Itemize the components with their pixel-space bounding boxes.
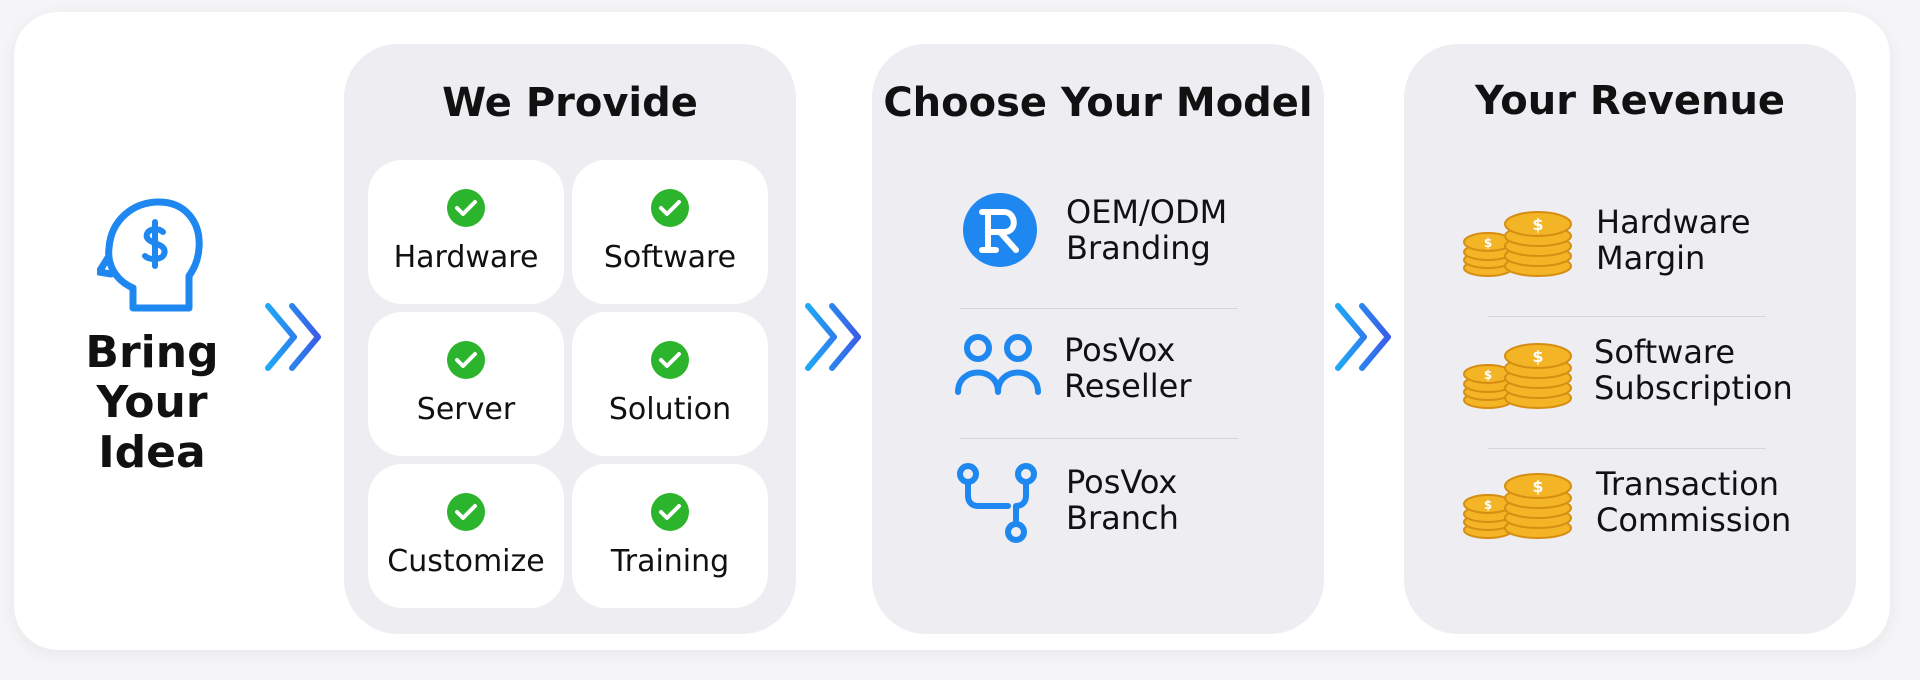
revenue-item-label: Transaction Commission [1596, 465, 1792, 539]
idea-block: Bring Your Idea [42, 192, 262, 478]
provide-item-label: Hardware [393, 240, 539, 275]
provide-item-server: Server [368, 312, 564, 456]
coins-icon: $ $ [1463, 473, 1572, 539]
provide-item-label: Server [416, 392, 516, 427]
provide-item-label: Customize [387, 544, 545, 579]
check-circle-icon [447, 189, 485, 227]
provide-item-label: Software [603, 240, 737, 275]
model-item-oem: OEM/ODM Branding [872, 192, 1324, 302]
svg-text:$: $ [1532, 215, 1543, 234]
provide-title: We Provide [442, 80, 698, 126]
revenue-item-hardware: $ $ Hardware Margin [1404, 202, 1856, 312]
provide-panel: We Provide Hardware Software Server Solu… [344, 44, 796, 634]
branch-icon [957, 463, 1037, 543]
svg-text:$: $ [1532, 477, 1543, 496]
svg-text:$: $ [1484, 236, 1492, 250]
users-icon [955, 334, 1041, 395]
svg-text:$: $ [1484, 498, 1492, 512]
divider [960, 308, 1238, 309]
divider [960, 438, 1238, 439]
provide-item-customize: Customize [368, 464, 564, 608]
provide-item-hardware: Hardware [368, 160, 564, 304]
r-logo-icon [963, 193, 1037, 267]
divider [1488, 316, 1766, 317]
svg-text:$: $ [1532, 347, 1543, 366]
model-panel: Choose Your Model OEM/ODM Branding PosVo… [872, 44, 1324, 634]
check-circle-icon [651, 189, 689, 227]
chevron-right-icon [1335, 303, 1391, 371]
coins-icon: $ $ [1463, 211, 1572, 277]
check-circle-icon [651, 493, 689, 531]
revenue-title: Your Revenue [1474, 78, 1786, 124]
revenue-item-transaction: $ $ Transaction Commission [1404, 464, 1856, 574]
revenue-item-label: Hardware Margin [1596, 203, 1751, 277]
head-dollar-icon [97, 198, 203, 312]
provide-item-training: Training [572, 464, 768, 608]
check-circle-icon [651, 341, 689, 379]
model-item-label: PosVox Reseller [1064, 331, 1192, 405]
model-item-label: OEM/ODM Branding [1066, 193, 1228, 267]
provide-item-solution: Solution [572, 312, 768, 456]
model-item-reseller: PosVox Reseller [872, 328, 1324, 438]
coins-icon: $ $ [1463, 343, 1572, 409]
check-circle-icon [447, 341, 485, 379]
chevron-right-icon [265, 303, 321, 371]
chevron-right-icon [805, 303, 861, 371]
model-item-branch: PosVox Branch [872, 458, 1324, 568]
revenue-item-label: Software Subscription [1594, 333, 1793, 407]
provide-item-software: Software [572, 160, 768, 304]
svg-text:$: $ [1484, 368, 1492, 382]
revenue-panel: Your Revenue $ $ Hardware Margin $ $ [1404, 44, 1856, 634]
provide-item-label: Training [610, 544, 730, 579]
diagram-frame: Bring Your Idea We Provide Hardware Soft… [14, 12, 1890, 650]
model-title: Choose Your Model [883, 80, 1313, 126]
model-item-label: PosVox Branch [1066, 463, 1179, 537]
revenue-item-software: $ $ Software Subscription [1404, 334, 1856, 444]
provide-item-label: Solution [608, 392, 732, 427]
idea-title: Bring Your Idea [85, 327, 219, 478]
check-circle-icon [447, 493, 485, 531]
divider [1488, 448, 1766, 449]
